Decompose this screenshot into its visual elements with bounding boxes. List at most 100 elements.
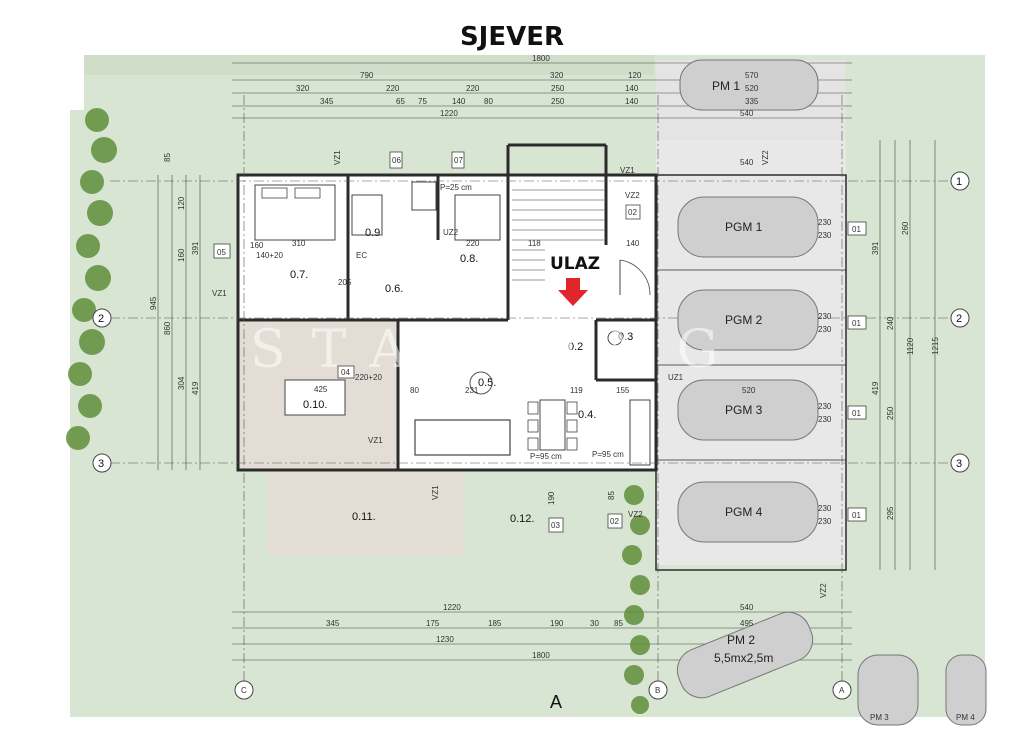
room-0-7: 0.7. xyxy=(290,269,308,281)
dim-top: 220 xyxy=(386,84,400,93)
dim-top: 140 xyxy=(452,97,466,106)
shower xyxy=(411,181,437,211)
dim-top: 80 xyxy=(484,97,493,106)
note-vz1: VZ1 xyxy=(620,166,635,175)
pm1-label: PM 1 xyxy=(712,79,740,93)
note-119: 119 xyxy=(570,386,583,395)
grid-col-a: A xyxy=(839,686,845,695)
note-p25: P=25 cm xyxy=(440,183,472,192)
dining-table xyxy=(539,399,566,451)
dim-right: 295 xyxy=(886,506,895,520)
note-140: 140 xyxy=(626,239,640,248)
tree-row-right xyxy=(622,485,650,714)
note-310: 310 xyxy=(292,239,306,248)
tag-05: 05 xyxy=(217,248,226,257)
note-p95: P=95 cm xyxy=(592,450,624,459)
dim-left: 391 xyxy=(191,241,200,255)
note-uz2: UZ2 xyxy=(443,228,459,237)
note-vz2: VZ2 xyxy=(761,150,770,165)
dim-top: 320 xyxy=(550,71,564,80)
sofa xyxy=(414,419,511,456)
section-marker: A xyxy=(550,692,562,712)
pgm-4-label: PGM 4 xyxy=(725,505,763,519)
dim-bottom: 30 xyxy=(590,619,599,628)
car-pm3 xyxy=(857,654,919,726)
car-pm2 xyxy=(676,611,814,699)
pm2-label: PM 2 xyxy=(727,633,755,647)
dim-top: 520 xyxy=(745,84,759,93)
room-0-3: 0.3 xyxy=(618,331,633,343)
pgm-3-dim2: 230 xyxy=(818,415,832,424)
entrance-door-swing xyxy=(619,259,651,296)
note-p95: P=95 cm xyxy=(530,452,562,461)
dim-left: 419 xyxy=(191,381,200,395)
room-0-4: 0.4. xyxy=(578,409,596,421)
note-85: 85 xyxy=(607,491,616,500)
dim-top: 320 xyxy=(296,84,310,93)
dim-right: 419 xyxy=(871,381,880,395)
grid-col-b: B xyxy=(655,686,660,695)
note-520: 520 xyxy=(742,386,756,395)
room-0-6: 0.6. xyxy=(385,283,403,295)
toilet xyxy=(607,330,623,346)
tree-row-left xyxy=(66,108,117,450)
dim-top: 140 xyxy=(625,97,639,106)
pgm-4-tag: 01 xyxy=(852,511,861,520)
dim-bottom: 175 xyxy=(426,619,440,628)
dim-left: 945 xyxy=(149,296,158,310)
pgm-1-label: PGM 1 xyxy=(725,220,763,234)
note-vz1: VZ1 xyxy=(212,289,227,298)
dim-right: 240 xyxy=(886,316,895,330)
dim-bottom: 185 xyxy=(488,619,502,628)
note-80: 80 xyxy=(410,386,419,395)
grid-row-2: 2 xyxy=(956,313,962,325)
car-pm1 xyxy=(679,59,819,111)
dim-top: 140 xyxy=(625,84,639,93)
tag-07: 07 xyxy=(454,156,463,165)
dim-top: 1220 xyxy=(440,109,458,118)
site-boundary-cut xyxy=(70,55,84,110)
note-vz1: VZ1 xyxy=(431,485,440,500)
garage-outline xyxy=(655,174,847,571)
dim-bottom: 1220 xyxy=(443,603,461,612)
terrace-table xyxy=(284,379,346,416)
coffee-table xyxy=(469,371,493,395)
pgm-4-dim2: 230 xyxy=(818,517,832,526)
grid-row-2-left: 2 xyxy=(98,313,104,325)
bed xyxy=(254,184,336,241)
dim-bottom: 85 xyxy=(614,619,623,628)
note-190: 190 xyxy=(547,491,556,505)
dim-top: 220 xyxy=(466,84,480,93)
dim-bottom: 1230 xyxy=(436,635,454,644)
grid-lines xyxy=(110,95,950,685)
dim-right: 260 xyxy=(901,221,910,235)
dim-top: 570 xyxy=(745,71,759,80)
note-160: 160 xyxy=(250,241,264,250)
grid-col-c: C xyxy=(241,686,247,695)
note-vz2: VZ2 xyxy=(819,583,828,598)
dim-right: 1120 xyxy=(906,337,915,355)
pgm-2-dim: 230 xyxy=(818,312,832,321)
dining-chairs xyxy=(527,401,578,451)
pgm-3-tag: 01 xyxy=(852,409,861,418)
tag-02: 02 xyxy=(610,517,619,526)
note-vz2: VZ2 xyxy=(625,191,640,200)
tag-02: 02 xyxy=(628,208,637,217)
dim-top: 250 xyxy=(551,97,565,106)
dim-top: 75 xyxy=(418,97,427,106)
note-118: 118 xyxy=(528,239,541,248)
pgm-2-dim2: 230 xyxy=(818,325,832,334)
stairs xyxy=(512,189,604,281)
dim-top: 790 xyxy=(360,71,374,80)
pgm-4-dim: 230 xyxy=(818,504,832,513)
pgm-tags xyxy=(847,221,867,522)
tag-06: 06 xyxy=(392,156,401,165)
garden-terrace xyxy=(268,470,463,555)
bed xyxy=(454,194,501,241)
kitchen-counter xyxy=(629,399,651,466)
note-uz1: UZ1 xyxy=(668,373,684,382)
watermark: STARLING xyxy=(250,320,745,380)
tag-04: 04 xyxy=(341,368,350,377)
